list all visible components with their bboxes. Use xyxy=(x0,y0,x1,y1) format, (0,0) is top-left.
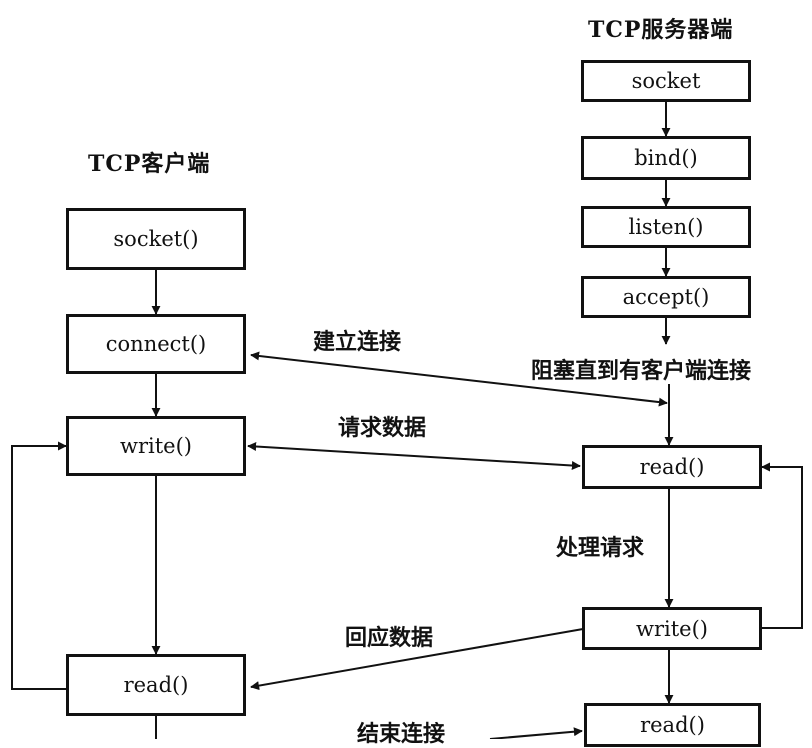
edge-label-connect: 建立连接 xyxy=(313,330,402,355)
server-bind-box: bind() xyxy=(581,136,751,180)
client-title: TCP客户端 xyxy=(88,151,211,177)
client-socket-box: socket() xyxy=(66,208,246,270)
arrow-request-data xyxy=(247,441,581,471)
server-socket-box: socket xyxy=(581,60,751,102)
edge-label-request: 请求数据 xyxy=(338,416,427,441)
server-title: TCP服务器端 xyxy=(588,17,734,43)
server-block-note: 阻塞直到有客户端连接 xyxy=(531,359,752,384)
loop-write-to-read xyxy=(761,462,803,629)
server-process-note: 处理请求 xyxy=(556,536,645,561)
client-write-box: write() xyxy=(66,416,246,476)
client-connect-box: connect() xyxy=(66,314,246,374)
edge-label-close: 结束连接 xyxy=(357,722,446,747)
edge-label-response: 回应数据 xyxy=(345,626,434,651)
arrow-close-connection xyxy=(489,727,583,739)
server-accept-box: accept() xyxy=(581,276,751,318)
loop-read-to-write xyxy=(11,441,68,690)
server-read-end-box: read() xyxy=(584,703,761,747)
client-read-box: read() xyxy=(66,654,246,716)
server-write-box: write() xyxy=(582,607,762,650)
server-read-box: read() xyxy=(582,445,762,489)
server-listen-box: listen() xyxy=(581,206,751,248)
arrow-connect-establish xyxy=(250,351,668,407)
arrow-response-data xyxy=(250,628,584,691)
